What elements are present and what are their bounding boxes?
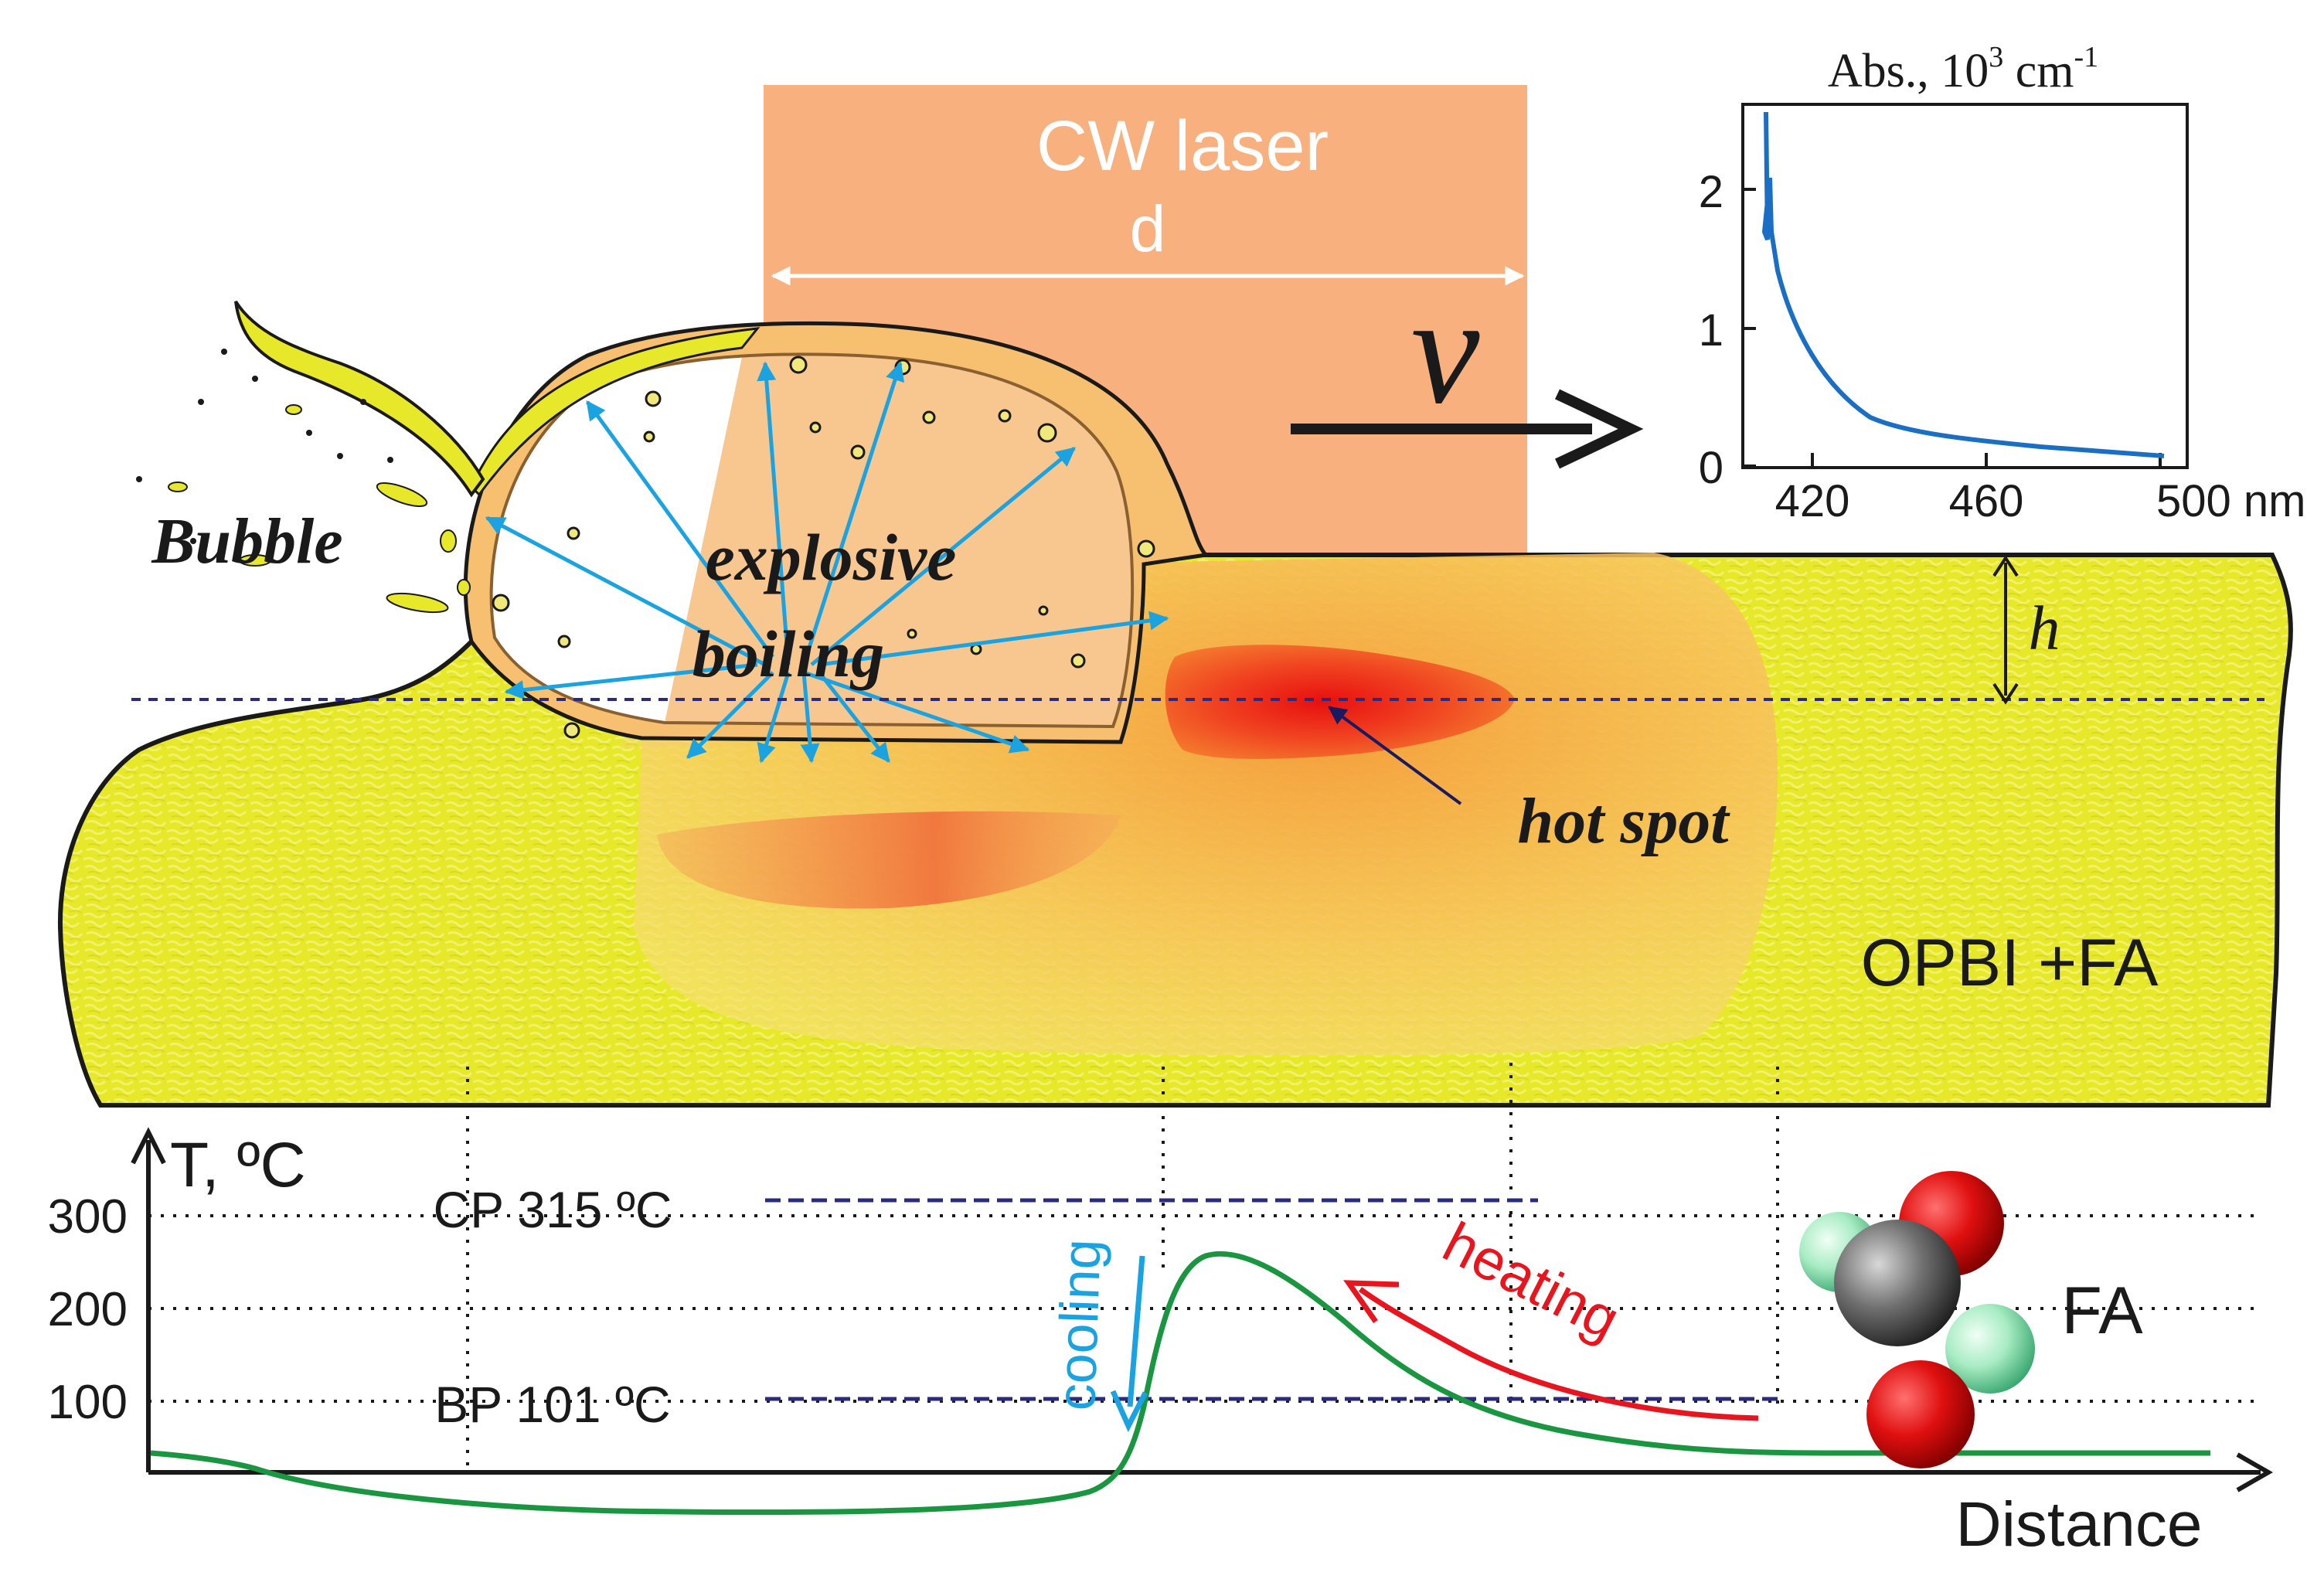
- formic-acid-molecule: [1799, 1171, 2035, 1468]
- temp-y-label: T, ºC: [170, 1130, 306, 1200]
- inset-frame: [1741, 103, 2189, 469]
- boiling-arrows: [485, 361, 1169, 764]
- spray-dots: [136, 349, 393, 544]
- h-dimension: [1992, 555, 2019, 705]
- bubble-lip: [470, 327, 760, 497]
- spray-droplets: [168, 404, 471, 614]
- cooling-arrow: [1127, 1255, 1145, 1407]
- heating-arrow: [1358, 1287, 1759, 1421]
- inset-ytick-0: 0: [1699, 443, 1723, 493]
- cooling-label: cooling: [1046, 1238, 1112, 1411]
- guide-lines: [466, 1063, 1779, 1468]
- temperature-plot: T, ºC Distance 300 200 100 CP 315 ºC BP …: [48, 1127, 2274, 1560]
- absorption-curve: [1761, 111, 2165, 458]
- bubble-cavity-heated: [665, 354, 1133, 727]
- molecule-label: FA: [2061, 1274, 2143, 1348]
- inset-ytick-1: 1: [1699, 305, 1723, 356]
- hot-spot-pointer: [1328, 706, 1462, 805]
- temp-ytick-100: 100: [48, 1376, 128, 1429]
- d-label: d: [1130, 192, 1166, 265]
- temp-axes: [131, 1127, 2274, 1492]
- inset-xtick-500: 500 nm: [2156, 476, 2305, 526]
- v-label: v: [1411, 265, 1480, 436]
- heating-label: heating: [1434, 1210, 1630, 1352]
- bubble-label: Bubble: [151, 505, 342, 577]
- lower-hot-streak: [657, 811, 1121, 909]
- burst-flap: [234, 300, 485, 498]
- inset-xtick-460: 460: [1949, 476, 2024, 526]
- temperature-curve: [150, 1251, 2210, 1516]
- h-label: h: [2029, 593, 2060, 663]
- explosive-label: explosive: [706, 520, 957, 594]
- cp-label: CP 315 ºC: [433, 1181, 672, 1238]
- laser-label: CW laser: [1036, 107, 1329, 185]
- cooling-arrow-head: [1110, 1390, 1148, 1433]
- temp-ytick-300: 300: [48, 1190, 128, 1244]
- inset-ytick-2: 2: [1699, 167, 1723, 217]
- material-label: OPBI +FA: [1861, 926, 2159, 1000]
- hot-spot-label: hot spot: [1517, 785, 1730, 857]
- heating-arrow-head: [1343, 1280, 1400, 1324]
- hot-spot: [1165, 645, 1515, 759]
- absorption-inset: Abs., 103 cm-1 2 1 0 420 460 500 nm: [1699, 41, 2306, 526]
- boiling-label: boiling: [692, 617, 885, 691]
- bp-label: BP 101 ºC: [434, 1376, 670, 1433]
- temp-x-label: Distance: [1955, 1489, 2202, 1560]
- velocity-arrow: [1291, 389, 1644, 469]
- inset-xtick-420: 420: [1775, 476, 1850, 526]
- temp-ytick-200: 200: [48, 1283, 128, 1336]
- inset-title: Abs., 103 cm-1: [1828, 41, 2098, 97]
